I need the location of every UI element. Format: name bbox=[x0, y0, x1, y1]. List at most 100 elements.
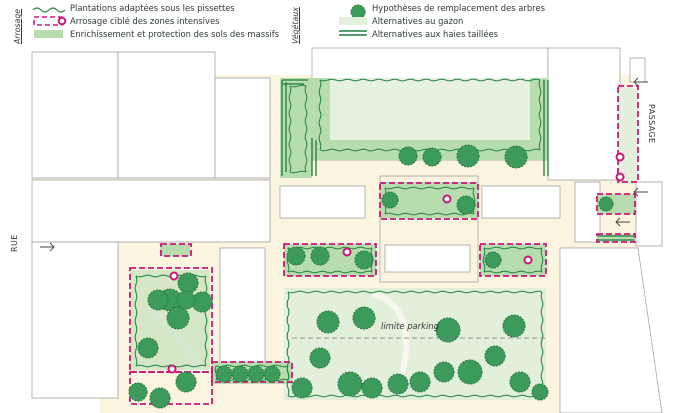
arrows bbox=[40, 77, 648, 252]
sprinkler-planting-edge bbox=[287, 394, 543, 398]
tree-icon bbox=[149, 387, 171, 409]
street-label-passage: PASSAGE bbox=[647, 104, 656, 144]
tree-icon bbox=[350, 4, 366, 20]
legend-item-arbres: Hypothèses de remplacement des arbres bbox=[372, 3, 545, 13]
tree-icon bbox=[409, 371, 431, 393]
sprinkler-planting-edge bbox=[287, 290, 543, 294]
sprinkler-planting-edge bbox=[483, 270, 543, 274]
tree-icon bbox=[177, 272, 199, 294]
sprinkler-planting-edge bbox=[318, 79, 322, 151]
sprinkler-planting-edge bbox=[304, 85, 308, 173]
tree-icon bbox=[504, 145, 528, 169]
buildings bbox=[31, 47, 663, 413]
hedge-north-top bbox=[282, 79, 308, 85]
building-w-1 bbox=[31, 179, 271, 243]
sprinkler-planting-edge bbox=[319, 78, 541, 82]
hedge-north-court bbox=[311, 138, 317, 176]
tree-icon bbox=[286, 246, 306, 266]
tree-icon bbox=[316, 310, 340, 334]
building-e-1 bbox=[574, 181, 601, 243]
tree-icon bbox=[531, 383, 549, 401]
building-nw-1 bbox=[31, 51, 119, 179]
tree-icon bbox=[361, 377, 383, 399]
tree-icon bbox=[456, 195, 476, 215]
irrigation-small-bed bbox=[160, 243, 192, 257]
tree-icon bbox=[381, 191, 399, 209]
tree-icon bbox=[175, 371, 197, 393]
legend-arrosage-title: Arrosage bbox=[13, 8, 22, 44]
tree-icon bbox=[433, 361, 455, 383]
lawn-areas bbox=[146, 78, 638, 400]
sprinkler-planting-edge bbox=[540, 291, 544, 397]
building-e-2 bbox=[635, 181, 663, 247]
sprinkler-planting-edge bbox=[286, 365, 290, 381]
legend-hedge-symbol bbox=[339, 30, 367, 36]
lawn-east-strip bbox=[618, 88, 638, 184]
sprinkler-center bbox=[442, 194, 452, 204]
arrow-icon bbox=[633, 77, 648, 87]
sprinkler-heads bbox=[167, 152, 625, 374]
sprinkler-planting-edge bbox=[384, 186, 475, 190]
sprinkler-planting-edge bbox=[287, 246, 373, 250]
building-n-1 bbox=[214, 77, 271, 179]
sprinkler-east-2 bbox=[615, 172, 625, 182]
sprinkler-planting-edge bbox=[540, 247, 544, 273]
tree-icon bbox=[231, 365, 249, 383]
building-se bbox=[559, 247, 663, 413]
tree-icon bbox=[291, 377, 313, 399]
legend-item-enrichissement: Enrichissement et protection des sols de… bbox=[70, 29, 280, 39]
legend-vegetaux-title: Végétaux bbox=[291, 7, 300, 44]
tree-icon bbox=[398, 146, 418, 166]
arrow-icon bbox=[615, 217, 630, 227]
irrigation-left bbox=[283, 243, 377, 277]
sprinkler-planting-edge bbox=[287, 270, 373, 274]
sprinkler-south-west bbox=[167, 364, 177, 374]
irrigation-east-bed bbox=[596, 193, 636, 215]
building-sw bbox=[219, 247, 266, 369]
tree-icon bbox=[128, 382, 148, 402]
building-nw-2 bbox=[117, 51, 216, 179]
massif-east-strip bbox=[597, 234, 635, 242]
tree-icon bbox=[310, 246, 330, 266]
building-center-3 bbox=[384, 244, 471, 273]
street-label-rue: RUE bbox=[10, 234, 19, 252]
tree-icon bbox=[484, 345, 506, 367]
sprinkler-left bbox=[342, 247, 352, 257]
tree-icon bbox=[502, 314, 526, 338]
building-center-2 bbox=[481, 185, 561, 219]
hedge-east bbox=[543, 80, 549, 176]
sprinkler-planting-edge bbox=[483, 246, 543, 250]
tree-icon bbox=[263, 365, 281, 383]
trees bbox=[128, 4, 614, 409]
tree-icon bbox=[137, 337, 159, 359]
legend-sprinkler-symbol bbox=[57, 16, 67, 26]
irrigation-east-strip bbox=[617, 85, 639, 183]
tree-icon bbox=[484, 251, 502, 269]
sprinkler-planting-edge bbox=[204, 275, 208, 367]
hedge-passage bbox=[598, 235, 634, 241]
legend-lawn-symbol bbox=[339, 17, 367, 25]
tree-icon bbox=[191, 291, 213, 313]
tree-icon bbox=[457, 359, 483, 385]
sprinkler-planting-edge bbox=[289, 170, 307, 174]
building-center-1 bbox=[279, 185, 366, 219]
lawn-north-courtyard bbox=[312, 78, 548, 160]
sprinkler-east-1 bbox=[615, 152, 625, 162]
sprinkler-planting-edge bbox=[482, 247, 486, 273]
arrow-icon bbox=[40, 242, 55, 252]
tree-icon bbox=[456, 144, 480, 168]
legend-item-haies: Alternatives aux haies taillées bbox=[372, 29, 499, 39]
hedge-alternatives bbox=[281, 79, 634, 241]
irrigation-right bbox=[479, 243, 547, 277]
sprinkler-planting-edge bbox=[134, 275, 138, 367]
legend-item-arrosage: Arrosage ciblé des zones intensives bbox=[70, 16, 220, 26]
tree-icon bbox=[247, 365, 265, 383]
legend-item-gazon: Alternatives au gazon bbox=[372, 16, 464, 26]
sprinkler-right bbox=[523, 255, 533, 265]
tree-icon bbox=[598, 196, 614, 212]
sprinkler-planting-edge bbox=[538, 79, 542, 151]
tree-icon bbox=[354, 250, 374, 270]
massif-small-bed bbox=[160, 244, 190, 256]
